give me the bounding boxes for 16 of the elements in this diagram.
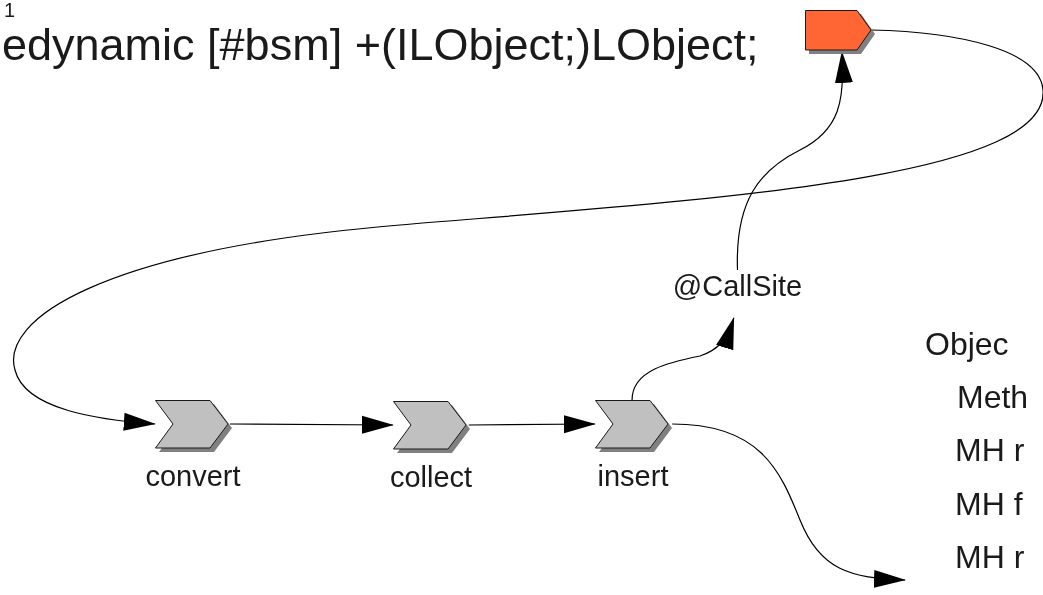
- step-label: convert: [145, 462, 241, 491]
- connector-arrow: [631, 317, 735, 401]
- connector-arrow: [13, 29, 1043, 431]
- connector-arrow: [468, 415, 596, 434]
- step-label: collect: [389, 463, 473, 492]
- step-label: insert: [597, 462, 669, 491]
- annotation-text: @CallSite: [672, 270, 803, 301]
- code-text: MH r: [955, 541, 1025, 573]
- code-text: Meth: [957, 381, 1029, 413]
- code-text: Objec: [925, 328, 1009, 360]
- connector-arrow: [229, 415, 394, 434]
- connector-arrow: [671, 423, 906, 588]
- code-text: MH r: [955, 434, 1025, 466]
- code-text: edynamic [#bsm] +(ILObject;)LObject;: [2, 22, 759, 67]
- code-text: 1: [4, 0, 16, 20]
- code-text: MH f: [955, 488, 1023, 520]
